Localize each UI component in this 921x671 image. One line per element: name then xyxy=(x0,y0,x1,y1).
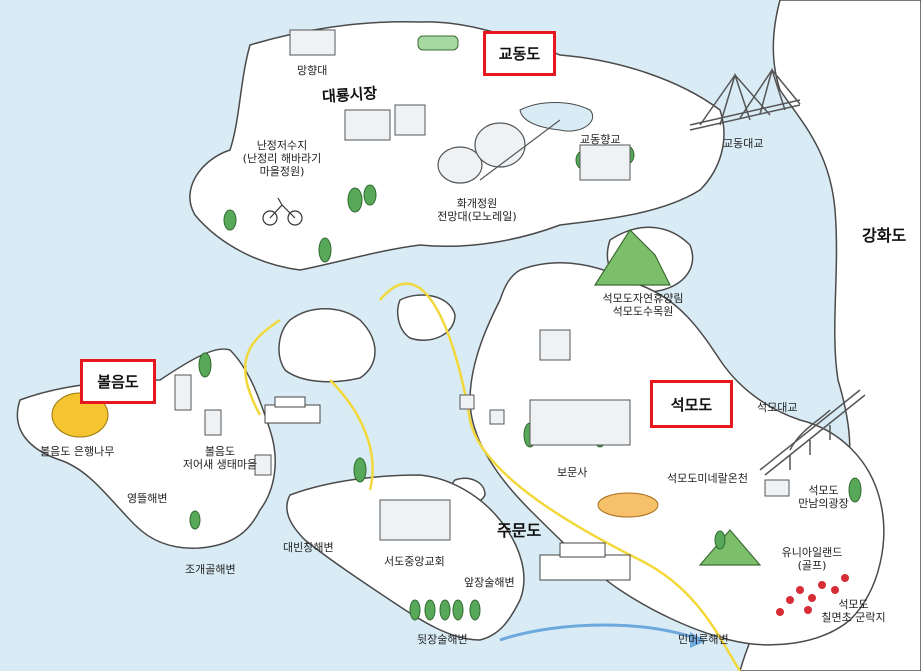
label-nanjeong-line2: (난정리 해바라기 xyxy=(242,152,322,165)
spa-pool xyxy=(597,492,659,518)
label-nanjeong-line3: 마을정원) xyxy=(259,165,305,178)
land-islet-small-1 xyxy=(397,294,456,341)
label-daebinchang-beach: 대빈창해변 xyxy=(283,541,334,554)
label-boreumdo: 볼음도 xyxy=(80,359,156,404)
land-islet-center xyxy=(278,308,376,383)
land-jumundo xyxy=(286,474,525,641)
label-seokmo-bridge: 석모대교 xyxy=(757,401,798,414)
label-yeongttu-beach: 영뜰해변 xyxy=(127,492,168,505)
label-mannam-line1: 석모도 xyxy=(808,484,839,497)
ferry-route-1 xyxy=(379,282,742,671)
label-ganghwado: 강화도 xyxy=(862,226,907,245)
market-sign: 대룡시장 xyxy=(321,84,378,106)
label-chilmyeon-line1: 석모도 xyxy=(838,598,869,611)
label-seodo-church: 서도중앙교회 xyxy=(384,555,445,568)
hwagae-structure xyxy=(437,119,561,184)
bicycle xyxy=(262,197,303,226)
current-arrow xyxy=(499,623,701,642)
label-apjangsul-beach: 앞장술해변 xyxy=(464,576,515,589)
label-uniland-line2: (골프) xyxy=(797,559,827,572)
label-seokmodo: 석모도 xyxy=(650,380,733,428)
label-chilmyeoncho: 석모도 칠면초 군락지 xyxy=(806,598,901,624)
gyodong-bridge xyxy=(689,67,801,131)
label-boreum-eco-village: 볼음도 저어새 생태마을 xyxy=(175,445,265,471)
mountain-recreation xyxy=(593,229,671,286)
label-recreation-forest: 석모도자연휴양림 석모도수목원 xyxy=(588,292,698,318)
ferry-route-2 xyxy=(243,318,281,416)
car xyxy=(417,35,459,51)
current-arrow-head xyxy=(690,632,706,648)
label-hwagae-line2: 전망대(모노레일) xyxy=(437,210,517,223)
label-jogaegol-beach: 조개골해변 xyxy=(185,563,236,576)
label-boreum-eco-line2: 저어새 생태마을 xyxy=(182,458,258,471)
label-ginkgo: 볼음도 은행나무 xyxy=(40,445,115,458)
label-mineral-spa: 석모도미네랄온천 xyxy=(667,472,748,485)
buildings xyxy=(174,29,790,541)
label-recreation-line1: 석모도자연휴양림 xyxy=(602,292,684,305)
label-bomunsa: 보문사 xyxy=(557,466,588,479)
ferry-route-3 xyxy=(329,379,374,491)
label-nanjeong-line1: 난정저수지 xyxy=(256,139,308,152)
label-jumundo: 주문도 xyxy=(497,521,542,540)
label-gyodong-bridge: 교동대교 xyxy=(723,137,764,150)
inlet-gyodongdo xyxy=(519,102,593,132)
ferry-boats xyxy=(264,396,631,581)
label-uniland: 유니아일랜드 (골프) xyxy=(772,546,852,572)
red-flowers xyxy=(776,574,849,616)
label-nanjeong: 난정저수지 (난정리 해바라기 마을정원) xyxy=(232,139,332,178)
label-uniland-line1: 유니아일랜드 xyxy=(781,546,843,559)
label-hwagae: 화개정원 전망대(모노레일) xyxy=(422,197,532,223)
label-manghyangdae: 망향대 xyxy=(297,64,328,77)
mountain-uniland xyxy=(698,529,762,566)
label-mannam-line2: 만남의광장 xyxy=(798,497,849,510)
label-mannam-plaza: 석모도 만남의광장 xyxy=(786,484,861,510)
label-mineoru-beach: 민머루해변 xyxy=(678,633,729,646)
label-chilmyeon-line2: 칠면초 군락지 xyxy=(821,611,886,624)
label-dwitjangsul-beach: 뒷장술해변 xyxy=(417,633,468,646)
label-gyodongdo: 교동도 xyxy=(483,31,556,76)
label-hwagae-line1: 화개정원 xyxy=(456,197,498,210)
label-gyodong-hyanggyo: 교동향교 xyxy=(580,133,621,146)
label-boreum-eco-line1: 볼음도 xyxy=(204,445,236,458)
label-recreation-line2: 석모도수목원 xyxy=(612,305,674,318)
seokmo-bridge xyxy=(759,389,866,476)
